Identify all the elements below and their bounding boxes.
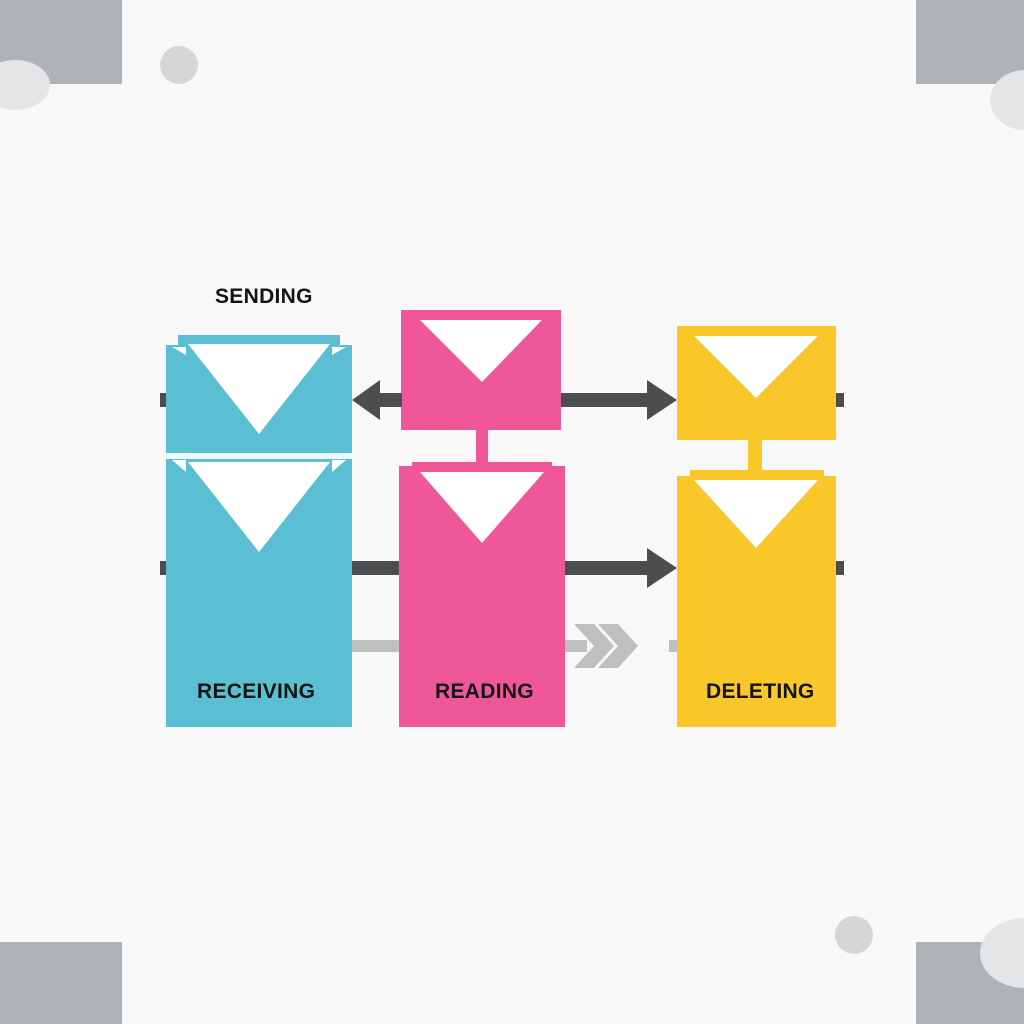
corner-decoration-top-right [916,0,1024,84]
connector-stub [834,393,844,407]
envelope-icon [420,320,542,382]
arrow-right-icon [647,380,677,420]
connector-stub [160,393,170,407]
pink-connector [476,428,488,468]
stage-label-sending: SENDING [215,285,313,308]
arrow-left-icon [352,380,380,420]
envelope-icon [188,344,330,434]
receiving-stage [166,335,352,727]
stage-label-receiving: RECEIVING [197,680,316,703]
envelope-icon [188,462,330,552]
deleting-stage [677,326,836,727]
arrow-right-icon [647,548,677,588]
envelope-icon [420,472,544,543]
chevron-double-right-icon [574,624,614,668]
connector-stub [834,561,844,575]
envelope-icon [694,336,818,398]
stage-label-deleting: DELETING [706,680,815,703]
stage-label-reading: READING [435,680,534,703]
decorative-dot [160,46,198,84]
corner-decoration-bottom-left [0,942,122,1024]
reading-stage [399,310,565,727]
arrows [352,380,677,588]
connectors [160,393,844,575]
yellow-connector [748,438,762,474]
decorative-dot [835,916,873,954]
connector-stub [160,561,170,575]
envelope-top-flap [178,335,340,345]
light-arrows [352,624,677,668]
envelope-icon [694,480,818,548]
